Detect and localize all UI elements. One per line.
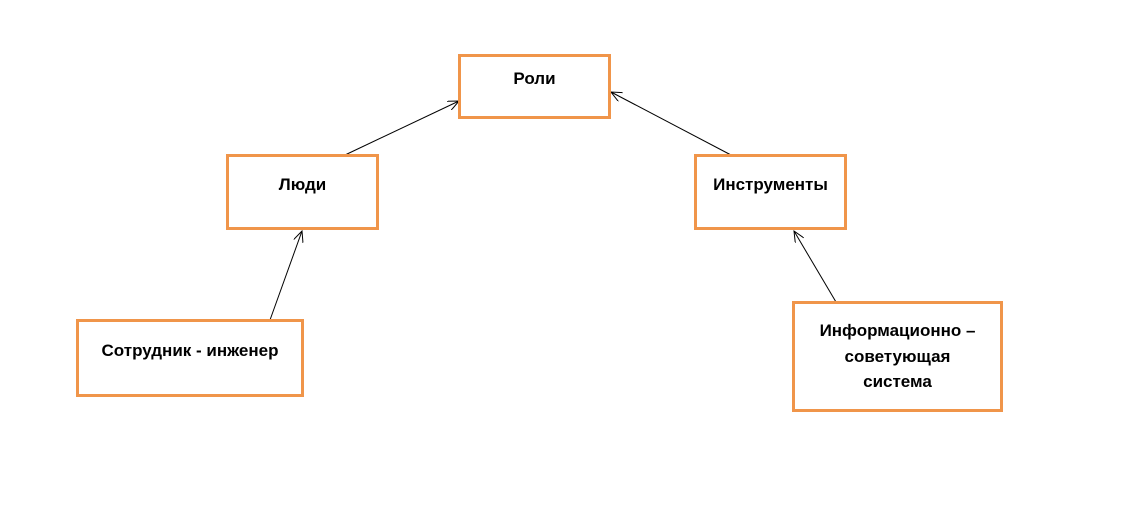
- arrow-engineer-to-people: [269, 231, 302, 321]
- arrow-info-to-tools: [794, 231, 837, 303]
- node-people: Люди: [226, 154, 379, 230]
- node-people-label: Люди: [278, 175, 327, 195]
- node-engineer-label: Сотрудник - инженер: [101, 341, 279, 361]
- node-tools: Инструменты: [694, 154, 847, 230]
- node-info-system-label: Информационно – советующая система: [819, 321, 976, 392]
- node-roles-label: Роли: [513, 68, 556, 88]
- node-info-system: Информационно – советующая система: [792, 301, 1003, 412]
- node-tools-label: Инструменты: [713, 175, 828, 195]
- arrow-people-to-roles: [344, 101, 459, 156]
- arrow-tools-to-roles: [611, 92, 732, 156]
- node-roles: Роли: [458, 54, 611, 119]
- node-engineer: Сотрудник - инженер: [76, 319, 304, 397]
